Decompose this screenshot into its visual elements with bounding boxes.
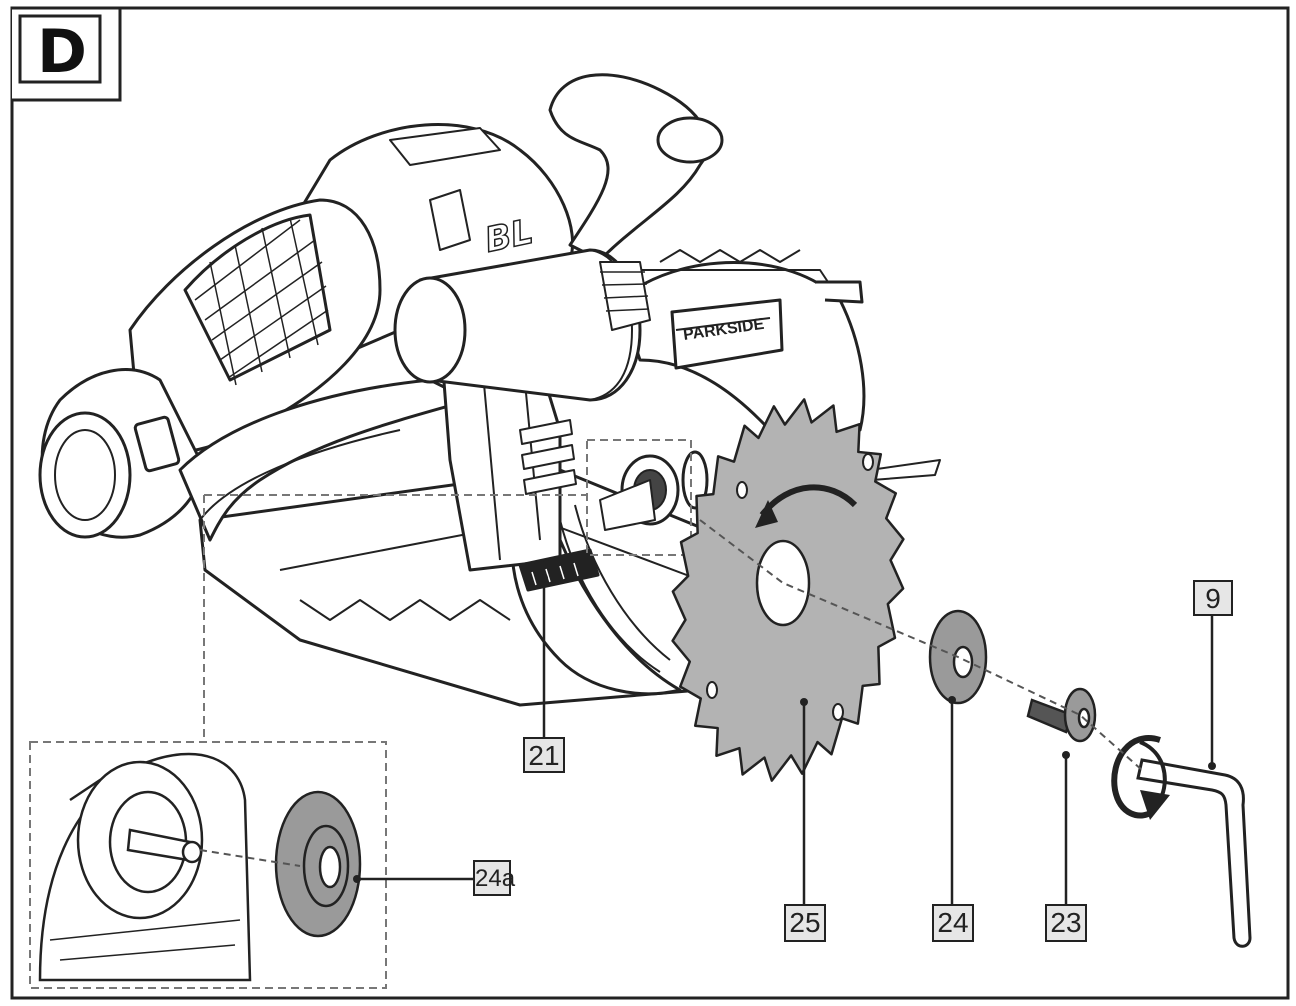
tightening-arrowhead [1140, 790, 1170, 820]
leader-lines [357, 578, 1214, 905]
vent-slots [519, 419, 577, 495]
circular-saw [38, 73, 941, 707]
callout-21: 21 [523, 737, 565, 773]
rear-handle [548, 73, 710, 262]
callout-9: 9 [1193, 580, 1233, 616]
outer-frame [10, 6, 1290, 1000]
assembly-axis [699, 519, 1143, 771]
panel-letter: D [37, 17, 87, 87]
callout-24a: 24a [473, 860, 515, 896]
battery-end-cap [38, 411, 132, 539]
flange-screw [1026, 687, 1097, 743]
handle-grip-end [656, 116, 724, 164]
detail-highlight-box [586, 439, 692, 556]
battery-release [133, 415, 181, 473]
motor-cylinder-face [393, 276, 467, 384]
spindle-lock-button [518, 548, 600, 592]
inset-inner-flange [274, 790, 362, 938]
base-plate [198, 468, 782, 707]
handle-loop [178, 378, 472, 542]
callout-24: 24 [932, 904, 974, 942]
motor-cylinder [418, 248, 642, 402]
callout-25: 25 [784, 904, 826, 942]
inset-leader [203, 494, 587, 740]
callout-23: 23 [1045, 904, 1087, 942]
hex-key [1136, 758, 1252, 948]
panel-letter-box [18, 14, 102, 84]
saw-blade [671, 398, 905, 782]
blade-arbor-hole [755, 539, 811, 627]
inset-spindle [38, 752, 252, 982]
brand-plate [670, 298, 784, 370]
leader-dots [353, 574, 1216, 883]
rotation-arrow [759, 484, 858, 517]
